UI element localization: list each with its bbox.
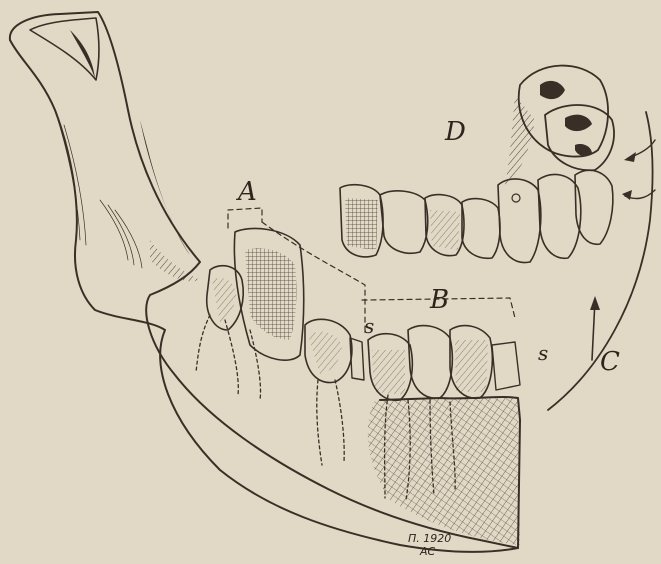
label-s-left: s [364, 314, 374, 338]
label-s-right: s [538, 341, 548, 365]
signature-line-1: Π. 1920 [408, 532, 451, 545]
tooth-group-d [340, 66, 614, 263]
label-c: C [600, 347, 620, 377]
signature-line-2: AC [419, 545, 436, 558]
label-b: B [429, 285, 449, 315]
tooth-group-a [207, 228, 364, 382]
tooth-group-b [368, 326, 520, 401]
label-d: D [444, 117, 466, 147]
label-a: A [236, 177, 257, 207]
